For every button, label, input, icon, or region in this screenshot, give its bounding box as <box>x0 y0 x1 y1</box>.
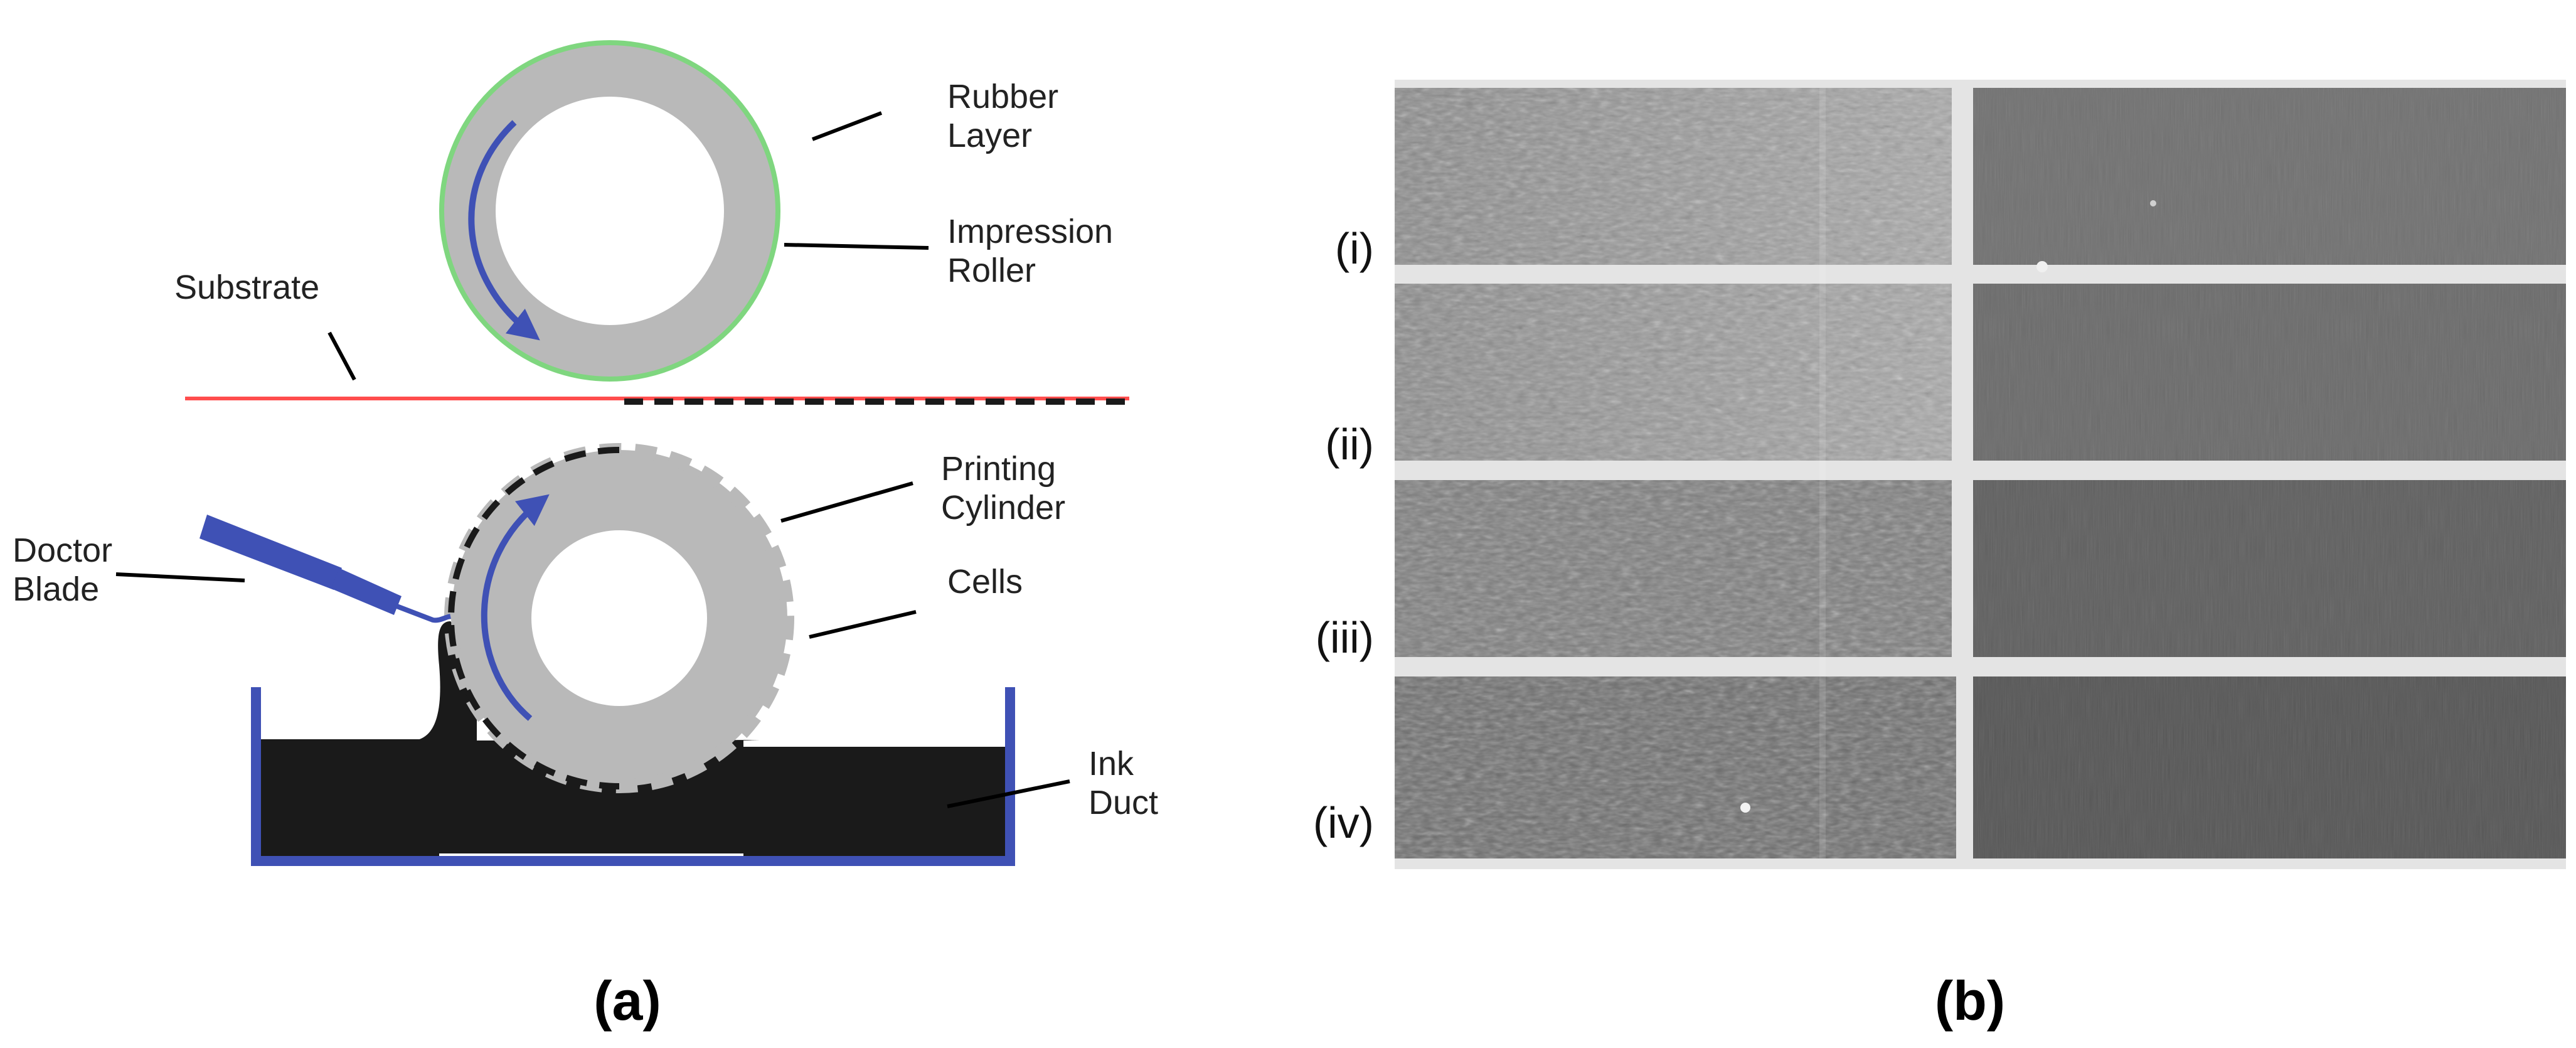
strip-left-iv-texture <box>1395 676 1956 858</box>
speck-2 <box>2150 200 2156 206</box>
leader-substrate <box>327 331 356 381</box>
impression-roller <box>439 40 780 382</box>
vertical-streak <box>1819 88 1826 858</box>
panel-a-diagram: Rubber Layer Impression Roller Substrate… <box>13 40 1158 1032</box>
leader-impression-roller <box>784 243 929 250</box>
panel-b-photo: (i) (ii) (iii) (iv) (b) <box>1313 80 2566 1032</box>
row-label-iv: (iv) <box>1313 798 1374 847</box>
leader-rubber-layer <box>811 111 883 141</box>
leader-ink-duct <box>947 779 1070 808</box>
doctor-blade-tip <box>394 603 451 623</box>
row-label-i: (i) <box>1335 224 1374 273</box>
substrate <box>185 397 1132 405</box>
print-strips <box>1395 88 2566 858</box>
row-label-iii: (iii) <box>1316 613 1374 662</box>
leader-printing-cylinder <box>780 481 913 523</box>
caption-panel-a: (a) <box>593 970 661 1032</box>
rotation-arrow-upper <box>468 120 540 341</box>
label-doctor-blade: Doctor Blade <box>13 532 122 608</box>
strip-left-ii-texture <box>1395 284 1952 461</box>
strip-right-i-texture <box>1973 88 2566 265</box>
label-ink-duct: Ink Duct <box>1088 745 1158 821</box>
doctor-blade-body <box>331 568 402 615</box>
speck-1 <box>2036 261 2048 272</box>
ink-pool-right <box>743 747 1005 856</box>
leader-cells <box>809 610 917 639</box>
rotation-arrow-lower <box>481 494 550 721</box>
doctor-blade <box>200 515 451 623</box>
speck-3 <box>1740 803 1750 813</box>
strip-left-i-texture <box>1395 88 1952 265</box>
label-cells: Cells <box>947 563 1023 601</box>
label-impression-roller: Impression Roller <box>947 213 1122 289</box>
label-substrate: Substrate <box>174 269 319 306</box>
printing-cylinder-outline <box>448 447 620 789</box>
printing-cylinder-hub <box>531 530 707 706</box>
strip-left-iii-texture <box>1395 480 1952 657</box>
doctor-blade-handle <box>200 515 342 590</box>
printing-cylinder <box>444 443 794 793</box>
caption-panel-b: (b) <box>1935 970 2005 1032</box>
strip-right-ii-texture <box>1973 284 2566 461</box>
leader-doctor-blade <box>115 572 245 582</box>
strip-right-iv-texture <box>1973 676 2566 858</box>
label-printing-cylinder: Printing Cylinder <box>941 450 1065 527</box>
impression-roller-hub <box>496 97 724 325</box>
ink-pool-left <box>261 739 439 856</box>
ink-duct-tray <box>251 687 1015 866</box>
row-label-ii: (ii) <box>1325 420 1374 469</box>
label-rubber-layer: Rubber Layer <box>947 78 1068 154</box>
strip-right-iii-texture <box>1973 480 2566 657</box>
